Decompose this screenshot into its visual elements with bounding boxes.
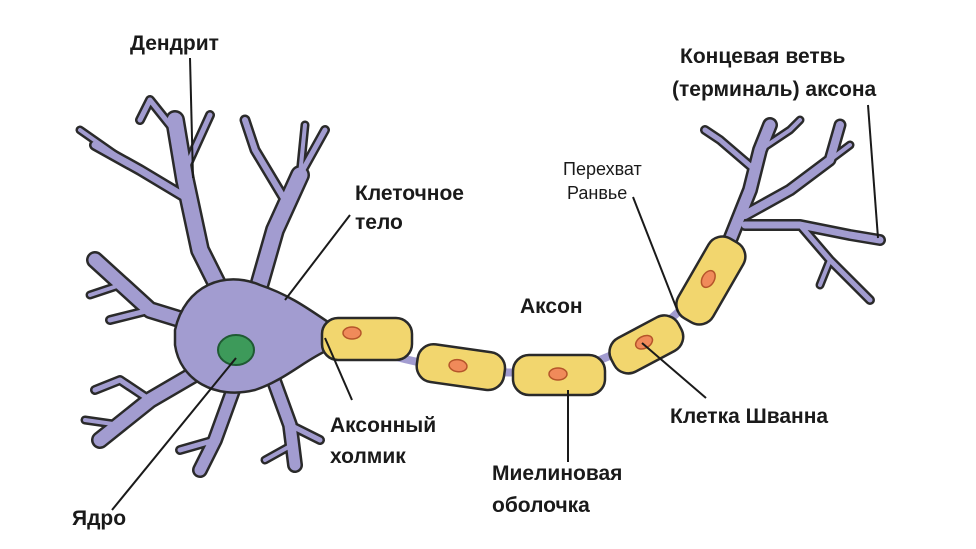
schwann-cell-5 xyxy=(675,235,747,326)
labels: Дендрит Клеточное тело Аксонный холмик Я… xyxy=(72,32,876,530)
label-terminal-line2: (терминаль) аксона xyxy=(672,78,876,101)
myelin-sheath xyxy=(320,235,747,397)
schwann-cell-1 xyxy=(320,316,414,362)
leader-schwann xyxy=(641,342,707,399)
label-schwann-cell: Клетка Шванна xyxy=(670,405,828,428)
leader-ranvier xyxy=(632,196,679,313)
label-axon-hillock-line1: Аксонный xyxy=(330,414,436,437)
label-axon: Аксон xyxy=(520,295,583,318)
schwann-cell-2 xyxy=(415,343,507,392)
label-ranvier-line1: Перехват xyxy=(563,159,642,179)
label-myelin-line2: оболочка xyxy=(492,494,590,517)
label-terminal-line1: Концевая ветвь xyxy=(680,45,846,68)
label-cell-body-line1: Клеточное xyxy=(355,182,464,205)
nucleus xyxy=(217,334,255,366)
label-nucleus: Ядро xyxy=(72,507,126,530)
label-ranvier-line2: Ранвье xyxy=(567,183,627,203)
leader-dendrite xyxy=(189,57,194,179)
axon-terminal xyxy=(700,115,886,305)
label-axon-hillock-line2: холмик xyxy=(330,445,406,468)
schwann-cell-3 xyxy=(511,353,607,397)
leader-lines xyxy=(111,57,879,511)
label-myelin-line1: Миелиновая xyxy=(492,462,622,485)
leader-cell-body xyxy=(284,214,351,301)
label-dendrite: Дендрит xyxy=(130,32,219,55)
dendrites xyxy=(75,95,330,478)
schwann-cell-4 xyxy=(608,314,685,375)
leader-terminal xyxy=(867,104,879,239)
cell-body xyxy=(173,278,330,394)
label-cell-body-line2: тело xyxy=(355,211,403,234)
leader-nucleus xyxy=(111,357,237,511)
leader-axon-hillock xyxy=(324,337,353,401)
